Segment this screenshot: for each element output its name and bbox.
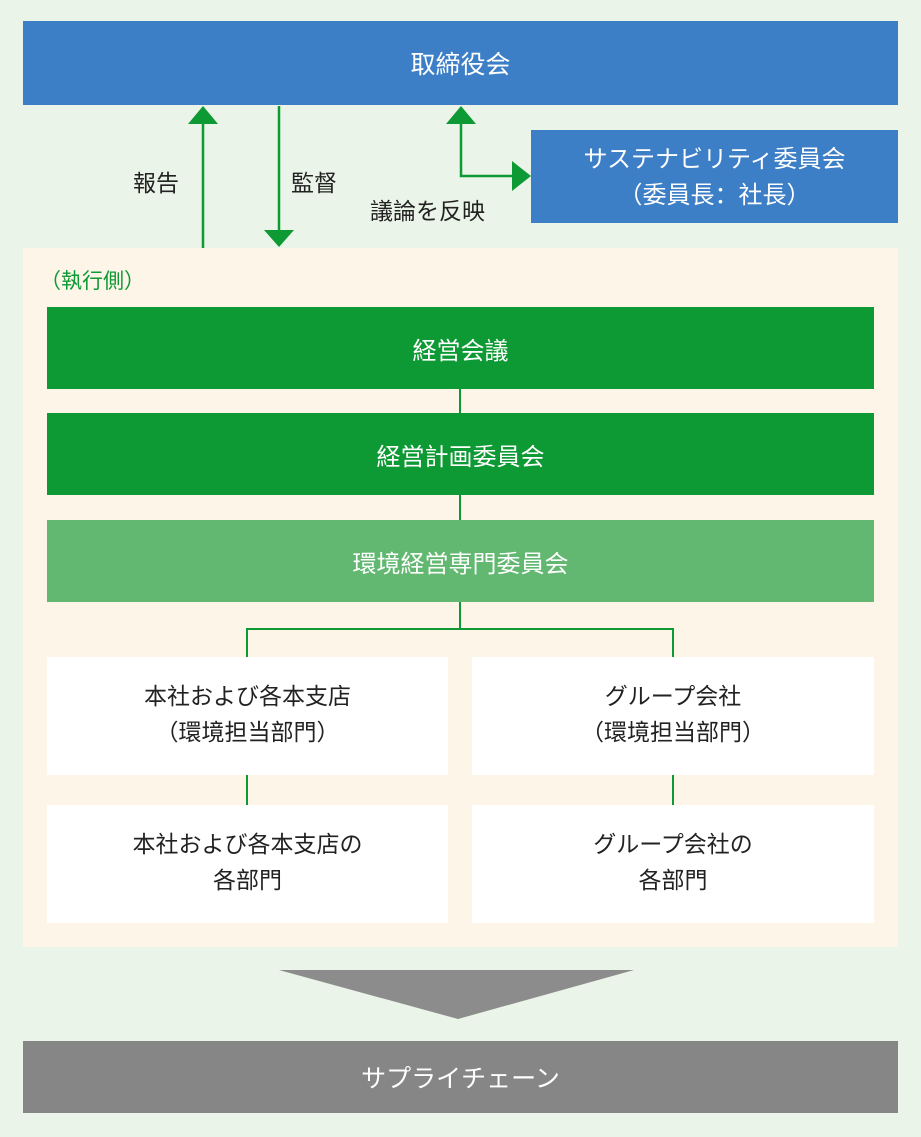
sustainability-committee-box: サステナビリティ委員会 （委員長：社長） (531, 130, 898, 223)
environmental-committee-box: 環境経営専門委員会 (47, 520, 874, 602)
reflect-arrow-head-right (512, 161, 531, 191)
reflect-discussion-label: 議論を反映 (370, 199, 485, 225)
board-of-directors-label: 取締役会 (410, 50, 511, 79)
connector-branch-horizontal (246, 628, 674, 630)
head-office-environment-line2: （環境担当部門） (155, 720, 340, 746)
supervise-label: 監督 (291, 171, 337, 197)
supply-chain-chevron (279, 970, 634, 1019)
supply-chain-box: サプライチェーン (23, 1041, 898, 1113)
group-departments-line2: 各部門 (638, 868, 708, 894)
head-office-environment-box: 本社および各本支店 （環境担当部門） (47, 657, 448, 775)
management-meeting-box: 経営会議 (47, 307, 874, 389)
reflect-arrow-head-up (446, 106, 476, 124)
connector-meeting-planning (459, 389, 461, 413)
connector-head-office-down (246, 775, 248, 805)
board-of-directors-box: 取締役会 (23, 21, 898, 105)
management-meeting-label: 経営会議 (412, 336, 509, 365)
connector-branch-left (246, 628, 248, 657)
group-departments-line1: グループ会社の (593, 832, 753, 859)
reflect-arrow-line (459, 120, 516, 178)
connector-branch-right (672, 628, 674, 657)
connector-environment-down (459, 602, 461, 629)
sustainability-committee-chair: （委員長：社長） (618, 180, 811, 209)
group-environment-line1: グループ会社 (604, 684, 742, 711)
sustainability-committee-title: サステナビリティ委員会 (583, 144, 846, 173)
group-environment-line2: （環境担当部門） (581, 720, 765, 746)
environmental-committee-label: 環境経営専門委員会 (352, 549, 569, 578)
connector-planning-environment (459, 495, 461, 520)
management-planning-committee-label: 経営計画委員会 (376, 442, 545, 471)
connector-group-down (672, 775, 674, 805)
report-arrow-head (188, 106, 218, 124)
report-label: 報告 (133, 171, 179, 197)
head-office-departments-line1: 本社および各本支店の (132, 832, 363, 859)
management-planning-committee-box: 経営計画委員会 (47, 413, 874, 495)
executive-side-label: （執行側） (40, 269, 145, 293)
group-environment-box: グループ会社 （環境担当部門） (472, 657, 874, 775)
supply-chain-label: サプライチェーン (361, 1064, 560, 1093)
head-office-departments-box: 本社および各本支店の 各部門 (47, 805, 448, 923)
group-departments-box: グループ会社の 各部門 (472, 805, 874, 923)
head-office-departments-line2: 各部門 (213, 868, 282, 894)
supervise-arrow-head (264, 230, 294, 247)
head-office-environment-line1: 本社および各本支店 (144, 684, 351, 711)
